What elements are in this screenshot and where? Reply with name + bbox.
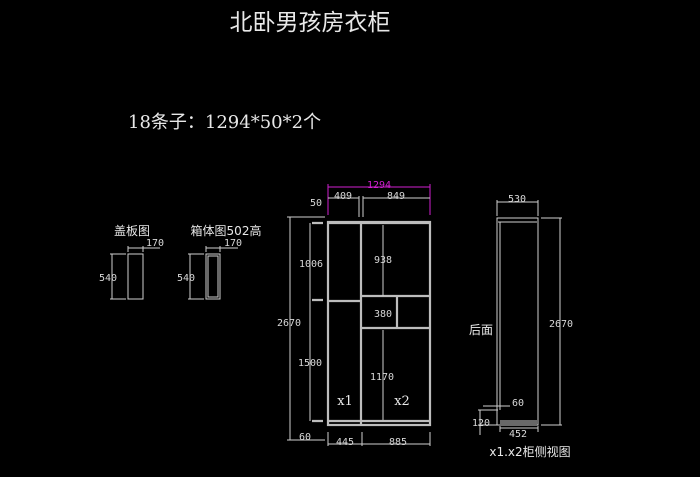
right-lower: 1170 — [370, 372, 394, 383]
cover-height-dim — [110, 253, 126, 300]
box-panel-label: 箱体图502高 — [191, 223, 262, 238]
cover-width: 170 — [146, 238, 164, 249]
cover-panel-rect — [127, 253, 144, 300]
right-width-bottom: 885 — [389, 437, 407, 448]
box-height-dim — [188, 253, 204, 300]
box-width-dim — [205, 246, 238, 252]
cover-panel-drawing: 盖板图 170 540 — [99, 224, 164, 300]
overall-width-dim — [327, 184, 431, 215]
side-view: 530 2670 后面 60 120 452 x1.x2柜侧视图 — [469, 194, 573, 459]
cover-height: 540 — [99, 273, 117, 284]
right-middle: 380 — [374, 309, 392, 320]
total-height: 2670 — [277, 318, 301, 329]
side-depth-top: 530 — [508, 194, 526, 205]
side-bottom-dims — [478, 405, 539, 435]
side-outline — [496, 217, 539, 426]
overall-width: 1294 — [367, 180, 391, 191]
recess: 60 — [512, 398, 524, 409]
left-width-top: 409 — [334, 191, 352, 202]
side-depth-bottom: 452 — [509, 429, 527, 440]
left-width-bottom: 445 — [336, 437, 354, 448]
drawing-title: 北卧男孩房衣柜 — [230, 10, 391, 36]
plinth-height: 120 — [472, 418, 490, 429]
cover-width-dim — [127, 246, 160, 252]
plinth: 60 — [299, 432, 311, 443]
side-height: 2670 — [549, 319, 573, 330]
side-inner-lines — [498, 217, 562, 426]
box-panel-outer — [205, 253, 221, 300]
height-dims — [287, 216, 325, 441]
box-panel-inner — [207, 255, 219, 298]
unit-right-label: x2 — [394, 394, 410, 409]
strip-note: 18条子：1294*50*2个 — [128, 112, 321, 133]
right-upper: 938 — [374, 255, 392, 266]
right-width-top: 849 — [387, 191, 405, 202]
back-label: 后面 — [469, 323, 493, 337]
cabinet-panels — [312, 221, 430, 425]
upper-height: 1006 — [299, 259, 323, 270]
top-gap: 50 — [310, 198, 322, 209]
box-width: 170 — [224, 238, 242, 249]
unit-left-label: x1 — [337, 394, 353, 409]
front-view: 1294 409 849 50 1006 1500 2670 60 938 38… — [277, 180, 432, 448]
lower-height: 1500 — [298, 358, 322, 369]
side-view-caption: x1.x2柜侧视图 — [489, 444, 570, 459]
side-depth-top-dim — [496, 200, 539, 216]
top-widths-dim — [328, 196, 430, 217]
box-height: 540 — [177, 273, 195, 284]
box-panel-drawing: 箱体图502高 170 540 — [177, 223, 262, 300]
cover-panel-label: 盖板图 — [114, 224, 150, 238]
bottom-widths-dim — [327, 432, 431, 446]
